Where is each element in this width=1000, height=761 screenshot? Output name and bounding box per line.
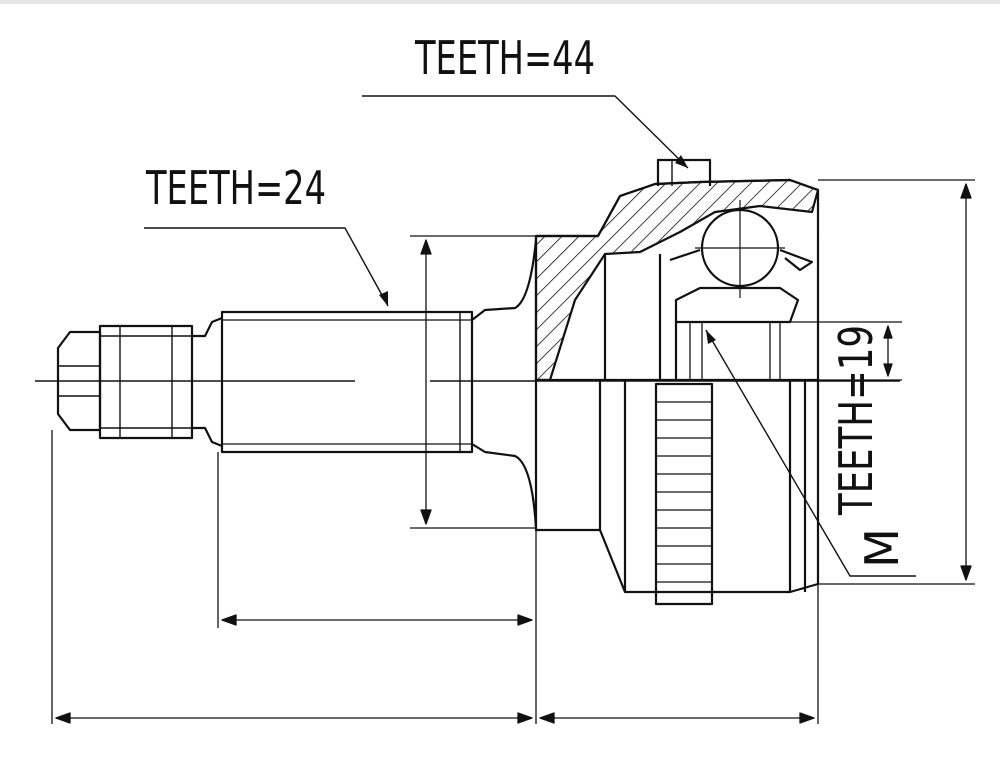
outer-housing	[534, 178, 820, 594]
teeth-top-label: TEETH=44	[414, 31, 595, 85]
housing-diameter-dimension	[818, 179, 975, 585]
teeth-right-label: TEETH=19	[829, 325, 883, 516]
abs-ring	[654, 382, 714, 606]
splined-shaft	[220, 310, 474, 454]
inner-spline-dimension	[680, 321, 902, 381]
leader-lines	[144, 95, 916, 577]
teeth-left-label: TEETH=24	[145, 161, 326, 215]
shaft-nut	[56, 324, 194, 440]
housing-neck	[471, 239, 538, 529]
length-dimensions	[55, 614, 815, 724]
top-tab	[656, 158, 712, 186]
diameter-dimension	[410, 235, 536, 529]
top-border	[0, 0, 1000, 4]
shaft-neck	[192, 316, 223, 448]
m-label: M	[855, 528, 909, 568]
extension-lines	[51, 430, 819, 724]
ball-cage	[669, 200, 814, 380]
